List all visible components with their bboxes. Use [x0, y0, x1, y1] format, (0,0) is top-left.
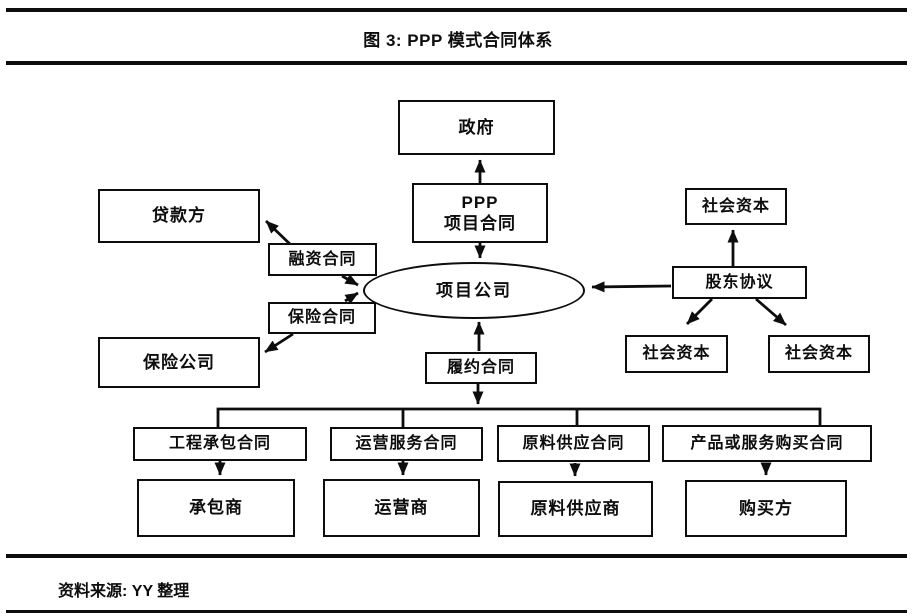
- top-rule-inner: [6, 61, 907, 65]
- ppp-contract-line2: 项目合同: [444, 214, 516, 233]
- figure-title: 图 3: PPP 模式合同体系: [363, 31, 553, 50]
- node-lender: 贷款方: [98, 189, 260, 243]
- node-financing-contract: 融资合同: [268, 243, 377, 276]
- node-operation-service-contract: 运营服务合同: [330, 427, 483, 461]
- bottom-rule-inner: [6, 554, 907, 558]
- node-operator: 运营商: [323, 479, 480, 537]
- node-construction-contract: 工程承包合同: [133, 427, 307, 461]
- ppp-contract-line1: PPP: [461, 192, 499, 212]
- node-social-capital-top: 社会资本: [685, 188, 787, 225]
- node-ppp-project-contract: PPP 项目合同: [412, 183, 548, 243]
- source-note: 资料来源: YY 整理: [58, 583, 190, 600]
- node-contractor: 承包商: [137, 479, 295, 537]
- node-social-capital-right: 社会资本: [768, 335, 870, 373]
- node-material-supply-contract: 原料供应合同: [497, 425, 650, 462]
- node-social-capital-left: 社会资本: [625, 335, 728, 373]
- node-project-company: 项目公司: [363, 262, 585, 319]
- node-performance-contract: 履约合同: [425, 352, 537, 384]
- node-government: 政府: [398, 100, 555, 155]
- node-insurance-contract: 保险合同: [268, 302, 376, 334]
- node-shareholder-agreement: 股东协议: [672, 266, 807, 299]
- node-purchase-contract: 产品或服务购买合同: [662, 425, 872, 462]
- node-buyer: 购买方: [685, 480, 847, 537]
- node-insurance-company: 保险公司: [98, 337, 260, 388]
- node-material-supplier: 原料供应商: [498, 481, 653, 537]
- top-rule-outer: [6, 8, 907, 12]
- bottom-rule-outer: [6, 610, 907, 613]
